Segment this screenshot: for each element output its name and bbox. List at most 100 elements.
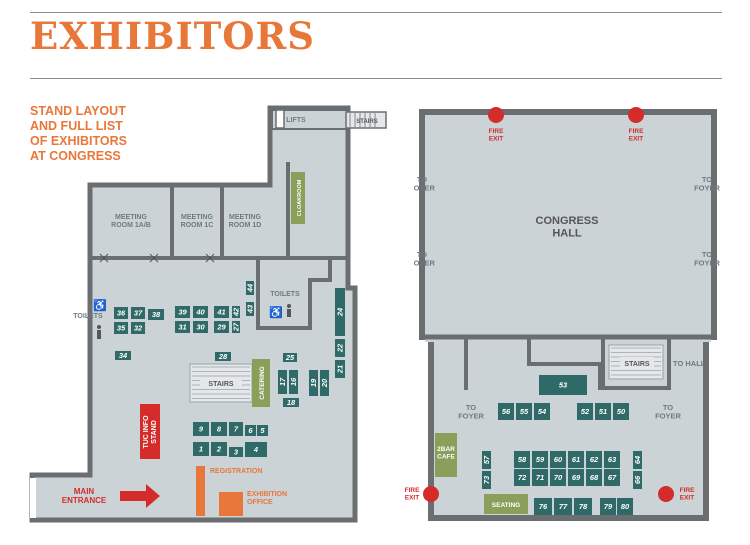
stand-5-label: 5: [260, 426, 265, 435]
stand-51-label: 51: [599, 407, 607, 416]
stand-27[interactable]: [232, 321, 240, 333]
stand-21[interactable]: [335, 360, 345, 378]
stand-78[interactable]: [574, 498, 592, 515]
stand-53[interactable]: [539, 375, 587, 395]
stand-67[interactable]: [604, 469, 620, 486]
stand-25[interactable]: [283, 353, 297, 362]
stand-4[interactable]: [245, 442, 267, 457]
title-rule: [30, 78, 722, 79]
stand-76[interactable]: [534, 498, 552, 515]
stand-6[interactable]: [245, 425, 256, 436]
stand-31[interactable]: [175, 321, 190, 333]
stand-52[interactable]: [577, 403, 593, 420]
stand-59[interactable]: [532, 451, 548, 468]
stand-55[interactable]: [516, 403, 532, 420]
stand-37[interactable]: [131, 307, 145, 319]
stand-7[interactable]: [229, 422, 243, 436]
tuc-info-stand[interactable]: [140, 404, 160, 459]
stand-30[interactable]: [193, 321, 208, 333]
stand-77[interactable]: [554, 498, 572, 515]
stand-19[interactable]: [309, 370, 318, 396]
stand-17[interactable]: [278, 370, 287, 394]
stand-2[interactable]: [211, 442, 227, 456]
stand-70-label: 70: [554, 473, 563, 482]
stand-80-label: 80: [621, 502, 630, 511]
cloakroom-label: CLOAKROOM: [297, 179, 303, 216]
stand-66[interactable]: [633, 471, 642, 489]
stand-71[interactable]: [532, 469, 548, 486]
stand-79[interactable]: [600, 498, 616, 515]
stand-22[interactable]: [335, 339, 345, 357]
seating-area: [484, 494, 528, 514]
stand-43[interactable]: [246, 302, 254, 316]
door-2: [205, 253, 215, 263]
stand-64[interactable]: [633, 451, 642, 469]
stand-60[interactable]: [550, 451, 566, 468]
tuc-info-label: TUC INFOSTAND: [143, 415, 158, 449]
stand-60-label: 60: [554, 455, 563, 464]
toilets-right-label: TOILETS: [270, 291, 300, 298]
stand-56[interactable]: [498, 403, 514, 420]
stand-50[interactable]: [613, 403, 629, 420]
stand-62[interactable]: [586, 451, 602, 468]
stand-69[interactable]: [568, 469, 584, 486]
stand-28[interactable]: [215, 352, 231, 361]
stand-36[interactable]: [114, 307, 128, 319]
stand-63[interactable]: [604, 451, 620, 468]
catering-area: [252, 359, 270, 407]
stand-5[interactable]: [257, 425, 268, 436]
stand-61[interactable]: [568, 451, 584, 468]
stand-42[interactable]: [232, 306, 240, 318]
stand-72-label: 72: [518, 473, 527, 482]
stand-51[interactable]: [595, 403, 611, 420]
door-1: [149, 253, 159, 263]
stand-55-label: 55: [520, 407, 529, 416]
stand-32[interactable]: [131, 322, 145, 334]
stand-80[interactable]: [617, 498, 633, 515]
stand-1[interactable]: [193, 442, 209, 456]
stand-9[interactable]: [193, 422, 209, 436]
fire-exit-icon-top-1: [628, 107, 644, 123]
stand-68[interactable]: [586, 469, 602, 486]
stand-25-label: 25: [285, 353, 295, 362]
stand-39[interactable]: [175, 306, 190, 318]
stand-73[interactable]: [482, 471, 491, 489]
stand-34[interactable]: [115, 351, 131, 360]
stand-41[interactable]: [214, 306, 229, 318]
stand-40[interactable]: [193, 306, 208, 318]
door-0: [99, 253, 109, 263]
stand-37-label: 37: [134, 309, 143, 318]
stand-54[interactable]: [534, 403, 550, 420]
stand-24[interactable]: [335, 288, 345, 336]
stand-44[interactable]: [246, 281, 254, 295]
stand-38[interactable]: [148, 309, 164, 320]
stand-3[interactable]: [229, 447, 243, 457]
stand-20[interactable]: [320, 370, 329, 396]
top-rule: [30, 12, 722, 13]
stand-70[interactable]: [550, 469, 566, 486]
stand-21-label: 21: [336, 365, 345, 374]
stand-35[interactable]: [114, 322, 128, 334]
stand-56-label: 56: [502, 407, 511, 416]
stand-29[interactable]: [214, 321, 229, 333]
stand-3-label: 3: [234, 448, 239, 457]
stand-44-label: 44: [246, 283, 255, 293]
stand-8[interactable]: [211, 422, 227, 436]
stand-57[interactable]: [482, 451, 491, 469]
stairs-top-label: STAIRS: [356, 119, 378, 125]
stand-72[interactable]: [514, 469, 530, 486]
stand-66-label: 66: [633, 475, 642, 484]
stand-18[interactable]: [283, 398, 299, 407]
stand-52-label: 52: [581, 407, 590, 416]
stand-58[interactable]: [514, 451, 530, 468]
stand-16[interactable]: [289, 370, 298, 394]
